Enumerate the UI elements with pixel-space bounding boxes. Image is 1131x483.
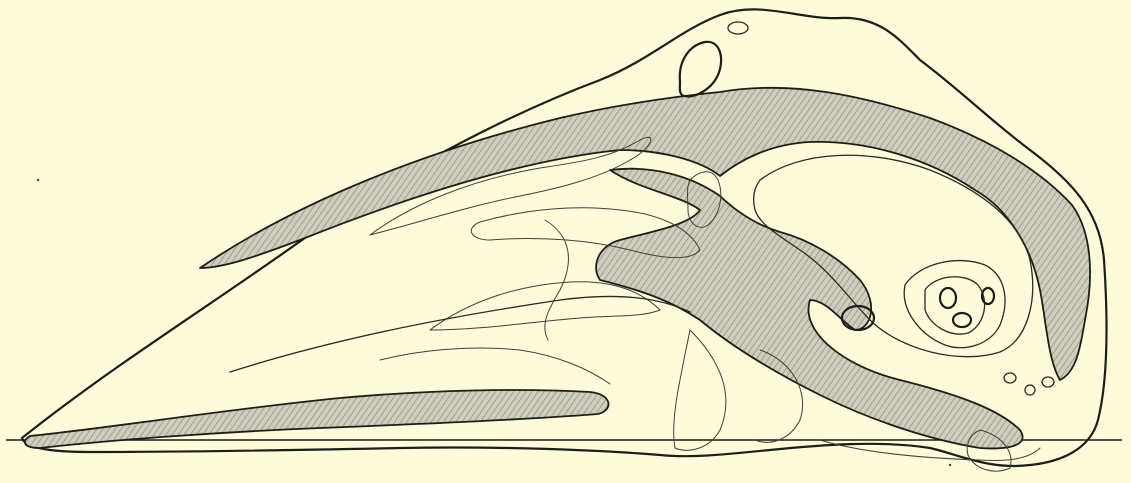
maxilla-lower-line — [380, 348, 610, 384]
palate-line — [230, 296, 690, 372]
ossicle-upper — [940, 288, 956, 308]
occipital-foramen-3 — [1042, 377, 1054, 387]
vomer-line — [545, 220, 569, 340]
occipital-foramen-2 — [1025, 385, 1035, 395]
basicranial-section — [596, 169, 1023, 449]
crest-foramen — [728, 22, 748, 34]
stray-dot — [37, 179, 39, 181]
pterygoid-plate — [674, 330, 726, 450]
stray-dot — [949, 464, 951, 466]
occipital-foramen-1 — [1004, 373, 1016, 383]
parietal-foramen — [680, 42, 721, 97]
ossicle-lower — [953, 313, 971, 327]
